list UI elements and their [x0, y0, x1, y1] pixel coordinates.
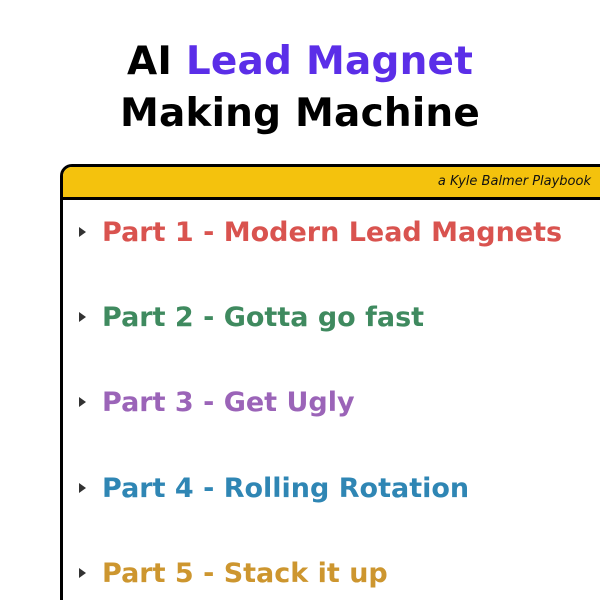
toggle-part-2[interactable]: Part 2 - Gotta go fast — [79, 297, 424, 337]
triangle-right-icon — [79, 568, 86, 578]
triangle-right-icon — [79, 312, 86, 322]
part-label: Part 2 - Gotta go fast — [102, 301, 425, 333]
toggle-part-5[interactable]: Part 5 - Stack it up — [79, 553, 388, 593]
title-line-2: Making Machine — [119, 91, 481, 136]
title-line-1: AI Lead Magnet — [0, 36, 600, 88]
part-label: Part 4 - Rolling Rotation — [102, 472, 470, 504]
toggle-part-4[interactable]: Part 4 - Rolling Rotation — [79, 468, 469, 508]
toggle-part-1[interactable]: Part 1 - Modern Lead Magnets — [79, 212, 562, 252]
triangle-right-icon — [79, 397, 86, 407]
part-label: Part 1 - Modern Lead Magnets — [102, 216, 563, 248]
playbook-card: a Kyle Balmer Playbook Part 1 - Modern L… — [60, 164, 600, 600]
title-accent: Lead Magnet — [185, 39, 474, 84]
byline: a Kyle Balmer Playbook — [437, 174, 591, 189]
toggle-part-3[interactable]: Part 3 - Get Ugly — [79, 382, 355, 422]
triangle-right-icon — [79, 227, 86, 237]
part-label: Part 3 - Get Ugly — [102, 386, 355, 418]
page-title: AI Lead Magnet Making Machine — [0, 36, 600, 140]
part-label: Part 5 - Stack it up — [102, 557, 388, 589]
triangle-right-icon — [79, 483, 86, 493]
title-prefix: AI — [126, 39, 173, 84]
card-header: a Kyle Balmer Playbook — [63, 167, 600, 200]
